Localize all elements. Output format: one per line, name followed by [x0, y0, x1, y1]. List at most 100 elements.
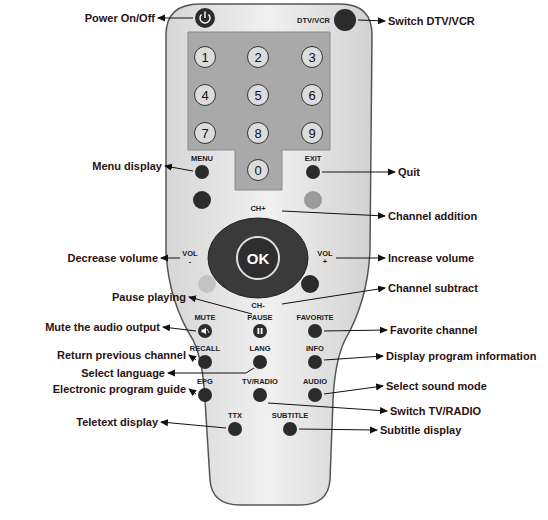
- leader-line: [158, 18, 193, 19]
- leader-line: [189, 297, 252, 314]
- callout-label: Select sound mode: [386, 379, 487, 393]
- callout-label: Menu display: [92, 159, 162, 173]
- callout-label: Quit: [398, 165, 420, 179]
- button-circle: [195, 165, 209, 179]
- digit-label: 7: [201, 126, 208, 141]
- leader-line: [163, 327, 196, 331]
- leader-line: [268, 403, 387, 411]
- button-caption: CH-: [251, 302, 264, 310]
- remote-button: DTV/VCR: [297, 9, 356, 31]
- button-circle: [308, 355, 322, 369]
- leader-line: [324, 330, 387, 331]
- digit-label: 0: [254, 163, 261, 178]
- digit-label: 3: [308, 50, 315, 65]
- speaker-symbol: [198, 324, 212, 338]
- leader-line: [165, 166, 193, 171]
- button-label: MENU: [172, 154, 232, 164]
- leader-line: [168, 368, 254, 373]
- callout-label: Subtitle display: [380, 423, 461, 437]
- callout-label: Power On/Off: [85, 11, 155, 25]
- callout-label: Return previous channel: [57, 348, 186, 362]
- remote-button: MUTE: [175, 313, 235, 338]
- button-label: MUTE: [175, 313, 235, 323]
- digit-button: 1: [194, 46, 216, 68]
- remote-button: EXIT: [283, 154, 343, 179]
- plain-button: [198, 275, 216, 293]
- plain-button: [301, 275, 319, 293]
- leader-line: [282, 288, 385, 304]
- digit-button: 7: [194, 122, 216, 144]
- leader-line: [189, 389, 196, 394]
- leader-line: [324, 356, 383, 360]
- button-caption: CH+: [250, 205, 265, 213]
- remote-button: SUBTITLE: [260, 411, 320, 436]
- button-circle: [334, 9, 356, 31]
- remote-button: TV/RADIO: [230, 377, 290, 402]
- digit-button: 2: [247, 46, 269, 68]
- button-circle: [308, 388, 322, 402]
- button-label: INFO: [285, 344, 345, 354]
- button-circle: [253, 388, 267, 402]
- digit-label: 1: [201, 50, 208, 65]
- remote-button: FAVORITE: [285, 313, 345, 338]
- button-circle: [228, 422, 242, 436]
- digit-label: 2: [254, 50, 261, 65]
- remote-button: MENU: [172, 154, 232, 179]
- remote-button: INFO: [285, 344, 345, 369]
- navigation-ring: [208, 218, 308, 298]
- leader-line: [336, 258, 385, 259]
- keypad-panel: [188, 32, 330, 190]
- remote-button: AUDIO: [285, 377, 345, 402]
- digit-button: 6: [301, 84, 323, 106]
- button-circle: [253, 355, 267, 369]
- callout-label: Decrease volume: [68, 251, 159, 265]
- digit-button: 0: [247, 159, 269, 181]
- button-circle: [253, 324, 267, 338]
- digit-button: 5: [247, 84, 269, 106]
- power-symbol: [204, 12, 205, 19]
- callout-label: Switch TV/RADIO: [390, 404, 481, 418]
- callout-label: Switch DTV/VCR: [388, 14, 475, 28]
- callout-label: Pause playing: [112, 290, 186, 304]
- callout-label: Favorite channel: [390, 323, 477, 337]
- button-label: AUDIO: [285, 377, 345, 387]
- remote-button: TTX: [205, 411, 265, 436]
- leader-line: [324, 386, 383, 394]
- callout-label: Channel addition: [388, 209, 477, 223]
- button-label: SUBTITLE: [260, 411, 320, 421]
- digit-button: 4: [194, 84, 216, 106]
- button-label: LANG: [230, 344, 290, 354]
- button-caption: VOL -: [182, 250, 199, 266]
- button-label: DTV/VCR: [297, 16, 330, 25]
- ok-button: OK: [236, 236, 280, 280]
- leader-line: [161, 258, 180, 259]
- digit-button: 3: [301, 46, 323, 68]
- button-label: TTX: [205, 411, 265, 421]
- plain-button: [304, 191, 322, 209]
- plain-button: [193, 191, 211, 209]
- leader-line: [299, 429, 377, 430]
- digit-label: 4: [201, 88, 208, 103]
- leader-line: [282, 211, 385, 216]
- button-label: TV/RADIO: [230, 377, 290, 387]
- button-caption: VOL +: [317, 250, 334, 266]
- button-label: EXIT: [283, 154, 343, 164]
- button-circle: [306, 165, 320, 179]
- callout-label: Mute the audio output: [45, 320, 160, 334]
- digit-button: 9: [301, 122, 323, 144]
- button-label: OK: [247, 250, 270, 267]
- leader-line: [358, 20, 385, 21]
- leader-line: [322, 172, 395, 173]
- power-button: [195, 8, 215, 28]
- leader-line: [189, 355, 196, 360]
- button-circle: [308, 324, 322, 338]
- digit-label: 6: [308, 88, 315, 103]
- callout-label: Increase volume: [388, 251, 474, 265]
- remote-button: LANG: [230, 344, 290, 369]
- callout-label: Select language: [81, 366, 165, 380]
- digit-button: 8: [247, 122, 269, 144]
- remote-button: PAUSE: [230, 313, 290, 338]
- button-circle: [198, 355, 212, 369]
- callout-label: Channel subtract: [388, 281, 478, 295]
- digit-label: 5: [254, 88, 261, 103]
